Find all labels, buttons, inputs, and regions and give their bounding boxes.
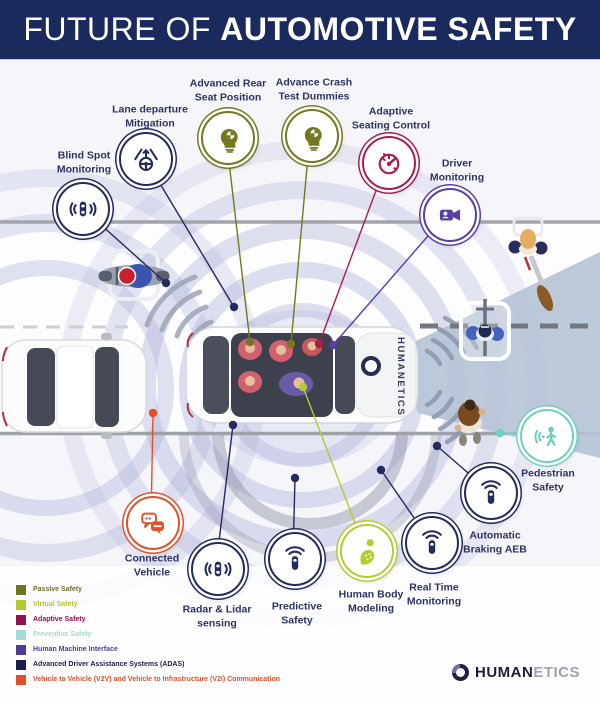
legend-row-3: Preventive Safety [16, 630, 280, 645]
legend-color-swatch [16, 645, 26, 655]
car-brand-text: HUMANETICS [395, 337, 406, 416]
predictive-safety-anchor-dot [290, 473, 300, 483]
legend-label: Passive Safety [33, 586, 83, 593]
automatic-braking-aeb-anchor-dot [432, 441, 442, 451]
legend-color-swatch [16, 585, 26, 595]
legend-row-4: Human Machine Interface [16, 645, 280, 660]
connector-lines [80, 133, 546, 568]
real-time-monitoring-anchor-dot [376, 465, 386, 475]
human-body-modeling-connector [302, 386, 366, 550]
legend-color-swatch [16, 630, 26, 640]
pedestrian-safety-anchor-dot [495, 428, 505, 438]
pedestrian-safety-connector [499, 432, 546, 435]
advanced-rear-seat-connector [225, 135, 251, 343]
title-banner: FUTURE OF AUTOMOTIVE SAFETY [0, 0, 600, 59]
legend-label: Virtual Safety [33, 601, 78, 608]
adaptive-seating-anchor-dot [314, 339, 324, 349]
legend-row-6: Vehicle to Vehicle (V2V) and Vehicle to … [16, 675, 280, 690]
crash-test-dummies-connector [290, 133, 311, 345]
adaptive-seating-connector [318, 160, 388, 345]
blind-spot-monitoring-anchor-dot [161, 278, 171, 288]
legend-color-swatch [16, 660, 26, 670]
radar-lidar-sensing-anchor-dot [228, 420, 238, 430]
main-car: HUMANETICS [185, 326, 419, 424]
advanced-rear-seat-anchor-dot [245, 337, 255, 347]
legend-color-swatch [16, 675, 26, 685]
humanetics-logo-icon [452, 664, 469, 681]
legend-row-1: Virtual Safety [16, 600, 280, 615]
human-body-modeling-anchor-dot [298, 382, 308, 392]
pedestrian [454, 399, 486, 446]
legend-label: Vehicle to Vehicle (V2V) and Vehicle to … [33, 676, 281, 683]
legend-label: Preventive Safety [33, 631, 92, 638]
driver-monitoring-anchor-dot [328, 340, 338, 350]
lane-departure-anchor-dot [229, 302, 239, 312]
legend-row-0: Passive Safety [16, 585, 280, 600]
motorcyclist [98, 249, 170, 301]
left-car [1, 333, 147, 439]
legend-color-swatch [16, 615, 26, 625]
crash-test-dummies-anchor-dot [286, 339, 296, 349]
legend-row-2: Adaptive Safety [16, 615, 280, 630]
legend-row-5: Advanced Driver Assistance Systems (ADAS… [16, 660, 280, 675]
humanetics-hood-logo [361, 356, 381, 376]
legend-label: Adaptive Safety [33, 616, 86, 623]
scooter-rider [508, 216, 554, 311]
page-title-light: FUTURE OF [23, 11, 221, 47]
page-title-bold: AUTOMOTIVE SAFETY [220, 11, 577, 47]
legend-color-swatch [16, 600, 26, 610]
detected-cyclist [459, 299, 511, 361]
safety-legend: Passive Safety Virtual Safety Adaptive S… [16, 585, 280, 690]
humanetics-logo-text-light: ETICS [533, 664, 581, 681]
bottom-fade [0, 566, 600, 704]
legend-label: Human Machine Interface [33, 646, 118, 653]
humanetics-logo-text-bold: HUMAN [475, 664, 534, 681]
legend-label: Advanced Driver Assistance Systems (ADAS… [33, 661, 185, 668]
humanetics-logo: HUMAN ETICS [452, 664, 580, 681]
connected-vehicle-anchor-dot [148, 408, 158, 418]
